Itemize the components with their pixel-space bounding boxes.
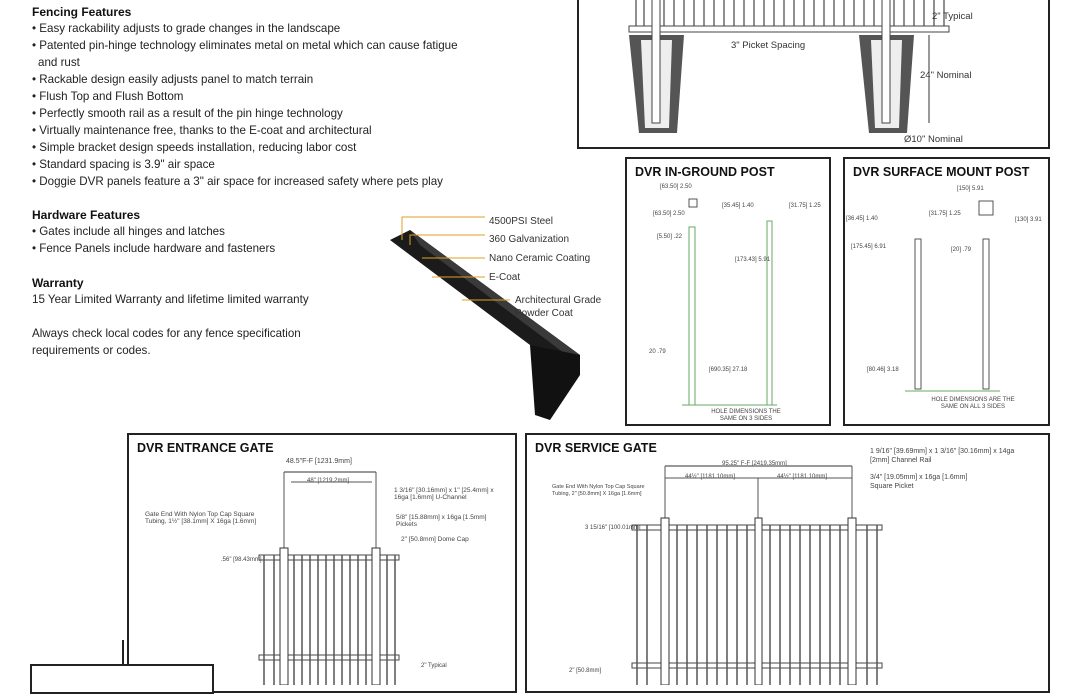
side-label: .56" [98.43mm] xyxy=(221,557,262,563)
hardware-features-section: Hardware Features Gates include all hing… xyxy=(32,208,275,257)
fencing-features-section: Fencing Features Easy rackability adjust… xyxy=(32,5,482,190)
bottom-label: 2" [50.8mm] xyxy=(569,668,602,674)
width-ff-label: 48.5"F-F [1231.9mm] xyxy=(286,458,352,465)
list-item: Simple bracket design speeds installatio… xyxy=(32,139,482,156)
service-gate-drawing xyxy=(631,465,883,685)
warranty-heading: Warranty xyxy=(32,276,84,290)
codes-note: Always check local codes for any fence s… xyxy=(32,327,301,357)
warranty-section: Warranty 15 Year Limited Warranty and li… xyxy=(32,276,332,359)
fencing-features-heading: Fencing Features xyxy=(32,5,132,19)
inground-post-panel: DVR IN-GROUND POST [63.50] 2.50 [63.50] … xyxy=(625,157,831,426)
list-item: Gates include all hinges and latches xyxy=(32,223,275,240)
picket-label: 3/4" [19.05mm] x 16ga [1.6mm] Square Pic… xyxy=(870,474,968,490)
footing-drawing xyxy=(628,0,950,133)
list-item: Patented pin-hinge technology eliminates… xyxy=(32,37,477,71)
layer-label: 4500PSI Steel xyxy=(489,216,553,227)
dimension-label: [36.45] 1.40 xyxy=(846,216,878,222)
service-gate-title: DVR SERVICE GATE xyxy=(535,441,657,455)
inground-post-title: DVR IN-GROUND POST xyxy=(635,165,775,179)
surface-mount-post-title: DVR SURFACE MOUNT POST xyxy=(853,165,1030,179)
width-inner-label: 48" [1219.2mm] xyxy=(307,478,350,484)
leaf-width-label: 44½" [1181.10mm] xyxy=(685,474,736,480)
list-item: Doggie DVR panels feature a 3" air space… xyxy=(32,173,482,190)
dome-cap-label: 2" [50.8mm] Dome Cap xyxy=(401,536,469,543)
typical-label: 2" Typical xyxy=(421,663,447,669)
dimension-label: [35.45] 1.40 xyxy=(722,203,754,209)
depth-label: 24" Nominal xyxy=(920,70,972,81)
list-item: Virtually maintenance free, thanks to th… xyxy=(32,122,482,139)
dimension-label: 20 .79 xyxy=(649,349,666,355)
dimension-label: [175.45] 6.91 xyxy=(851,244,887,250)
rail-label: 1 9/16" [39.69mm] x 1 3/16" [30.16mm] x … xyxy=(870,448,1015,464)
leaf-width-label: 44½" [1181.10mm] xyxy=(777,474,828,480)
width-ff-label: 95.25" F-F [2419.35mm] xyxy=(722,461,787,467)
entrance-gate-drawing xyxy=(258,471,400,685)
dimension-label: [690.35] 27.18 xyxy=(709,367,748,373)
callout-box xyxy=(30,664,214,694)
list-item: Rackable design easily adjusts panel to … xyxy=(32,71,482,88)
pickets-label: 5/8" [15.88mm] x 16ga [1.5mm] Pickets xyxy=(396,514,487,528)
dimension-label: [20] .79 xyxy=(951,247,972,253)
service-gate-panel: DVR SERVICE GATE 95.25" F-F [2419.35mm] … xyxy=(525,433,1050,693)
dimension-label: [173.43] 5.91 xyxy=(735,257,771,263)
channel-label: 1 3/16" [30.16mm] x 1" [25.4mm] x 16ga [… xyxy=(394,487,494,501)
surface-mount-post-panel: DVR SURFACE MOUNT POST [150] 5.91 [36.45… xyxy=(843,157,1050,426)
picket-spacing-label: 3" Picket Spacing xyxy=(731,40,806,51)
list-item: Perfectly smooth rail as a result of the… xyxy=(32,105,482,122)
hole-note: HOLE DIMENSIONS ARE THE SAME ON ALL 3 SI… xyxy=(931,397,1015,410)
entrance-gate-panel: DVR ENTRANCE GATE 48.5"F-F [1231.9mm] 48… xyxy=(127,433,517,693)
side-label: 3 15/16" [100.01mm] xyxy=(585,525,641,531)
warranty-text: 15 Year Limited Warranty and lifetime li… xyxy=(32,293,309,306)
dimension-label: [63.50] 2.50 xyxy=(653,211,685,217)
dimension-label: [150] 5.91 xyxy=(957,186,984,192)
coated-rail-image xyxy=(390,216,580,420)
list-item: Standard spacing is 3.9" air space xyxy=(32,156,482,173)
connector-line xyxy=(122,640,124,665)
dimension-label: [80.46] 3.18 xyxy=(867,367,899,373)
dimension-label: [130] 3.91 xyxy=(1015,217,1042,223)
layer-label: 360 Galvanization xyxy=(489,234,570,245)
entrance-gate-title: DVR ENTRANCE GATE xyxy=(137,441,274,455)
dimension-label: [31.75] 1.25 xyxy=(929,211,961,217)
dimension-label: [63.50] 2.50 xyxy=(660,184,692,190)
layer-label: Architectural Grade xyxy=(515,295,602,306)
dimension-label: [31.75] 1.25 xyxy=(789,203,821,209)
gate-end-label: Gate End With Nylon Top Cap Square Tubin… xyxy=(145,511,257,525)
hardware-features-heading: Hardware Features xyxy=(32,208,141,222)
footing-detail-panel: 2" Typical 3" Picket Spacing 24" Nominal… xyxy=(577,0,1050,149)
dimension-label: [5.50] .22 xyxy=(657,234,683,240)
diameter-label: Ø10" Nominal xyxy=(904,134,963,145)
layer-label: Powder Coat xyxy=(515,308,573,319)
list-item: Fence Panels include hardware and fasten… xyxy=(32,240,275,257)
layer-label: E-Coat xyxy=(489,272,521,283)
list-item: Easy rackability adjusts to grade change… xyxy=(32,20,482,37)
typical-label: 2" Typical xyxy=(932,11,973,22)
list-item: Flush Top and Flush Bottom xyxy=(32,88,482,105)
hole-note: HOLE DIMENSIONS THE SAME ON 3 SIDES xyxy=(711,409,781,422)
surface-mount-post-drawing xyxy=(905,200,1000,392)
layer-label: Nano Ceramic Coating xyxy=(489,253,591,264)
inground-post-drawing xyxy=(682,198,777,406)
gate-end-label: Gate End With Nylon Top Cap Square Tubin… xyxy=(552,484,645,497)
